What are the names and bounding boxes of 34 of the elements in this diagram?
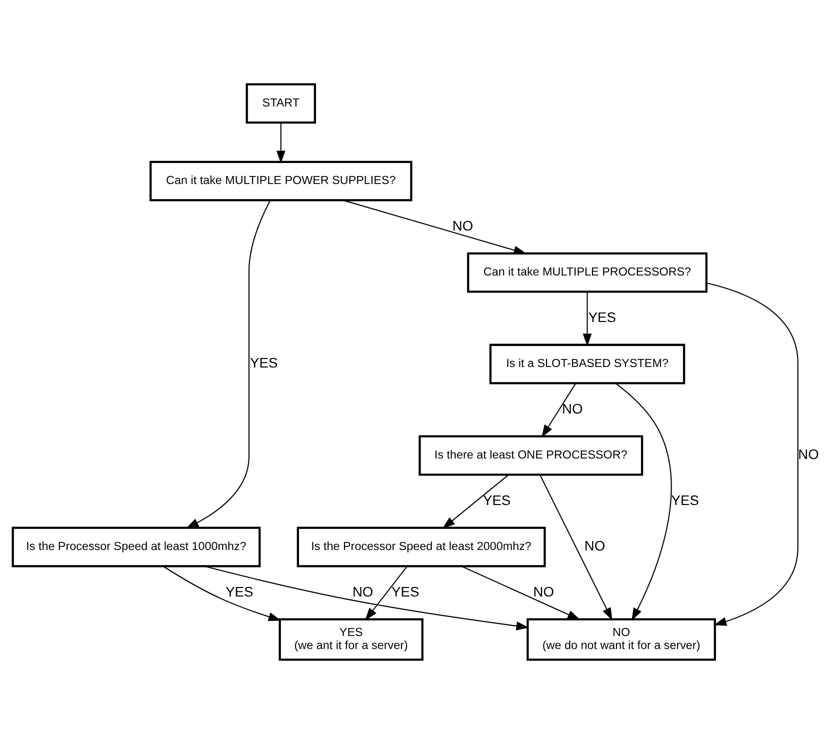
- node-box: Is there at least ONE PROCESSOR?: [418, 435, 644, 476]
- node-box: Is the Processor Speed at least 2000mhz?: [296, 526, 546, 568]
- arrow: [204, 566, 530, 630]
- node-box: YES (we ant it for a server): [278, 618, 424, 661]
- edge-label: NO: [584, 538, 606, 554]
- arrow: [343, 200, 527, 254]
- arrow: [462, 566, 580, 620]
- arrow: [582, 292, 592, 346]
- edge-label: YES: [588, 308, 616, 325]
- node-box: Can it take MULTIPLE POWER SUPPLIES?: [150, 160, 412, 202]
- edge-label: NO: [452, 217, 474, 234]
- arrow: [539, 474, 612, 620]
- arrow: [615, 382, 672, 621]
- edge-label: YES: [392, 583, 420, 600]
- arrow: [162, 566, 282, 622]
- edge-label: NO: [352, 583, 374, 600]
- node-box: Can it take MULTIPLE PROCESSORS?: [467, 252, 708, 293]
- edge-label: YES: [250, 354, 278, 371]
- edge-label: YES: [226, 583, 254, 600]
- node-box: Is the Processor Speed at least 1000mhz?: [12, 526, 261, 568]
- edge-label: NO: [798, 446, 819, 462]
- arrow: [442, 474, 509, 529]
- node-box: Is it a SLOT-BASED SYSTEM?: [489, 344, 686, 384]
- edge-label: NO: [562, 400, 583, 416]
- node-box: START: [246, 83, 316, 124]
- edge-label: YES: [483, 492, 511, 508]
- arrow: [186, 200, 271, 529]
- arrow: [542, 383, 576, 438]
- arrow: [365, 566, 408, 621]
- arrow: [276, 122, 286, 164]
- edge-label: NO: [533, 583, 554, 600]
- node-box: NO (we do not want it for a server): [526, 618, 716, 661]
- arrow: [706, 282, 798, 626]
- edge-label: YES: [671, 492, 699, 508]
